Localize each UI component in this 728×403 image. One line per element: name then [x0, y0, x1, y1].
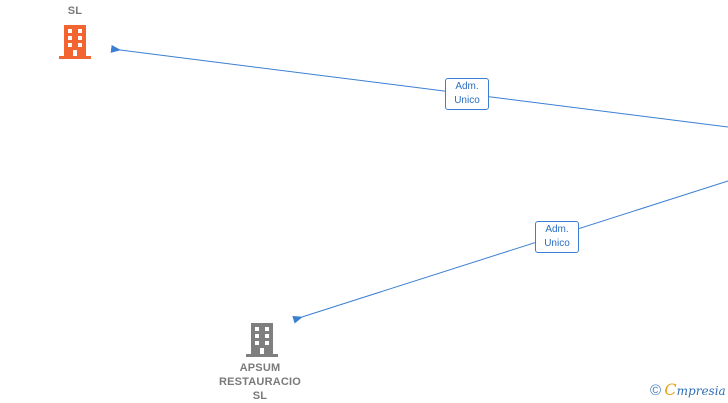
- edge-label-line-1: Adm.: [545, 224, 569, 235]
- edge-label-line-2: Unico: [454, 95, 480, 106]
- brand-logo-initial: C: [664, 380, 677, 399]
- edge-label-adm-unico-top[interactable]: Adm. Unico: [445, 78, 489, 110]
- building-icon-bottom[interactable]: [245, 320, 279, 363]
- building-icon: [59, 25, 91, 59]
- building-icon: [246, 323, 278, 357]
- company-name-line-1: APSUM: [239, 362, 281, 374]
- company-name-line-3: SL: [252, 390, 268, 402]
- empresia-watermark[interactable]: © Cmpresia: [650, 380, 726, 399]
- company-name-line-2: RESTAURACIO: [218, 376, 302, 388]
- company-name-top: SL: [67, 5, 83, 17]
- edge-line-to-bottom-node: [292, 180, 728, 324]
- edge-line-to-top-node: [110, 44, 728, 128]
- company-label-bottom[interactable]: APSUM RESTAURACIO SL: [200, 361, 320, 403]
- building-icon-top[interactable]: [58, 22, 92, 65]
- edge-label-adm-unico-bottom[interactable]: Adm. Unico: [535, 221, 579, 253]
- edge-label-line-2: Unico: [544, 238, 570, 249]
- brand-logo-text: mpresia: [676, 384, 726, 398]
- edge-label-line-1: Adm.: [455, 81, 479, 92]
- copyright-icon: ©: [650, 382, 662, 399]
- company-label-top[interactable]: SL: [45, 4, 105, 18]
